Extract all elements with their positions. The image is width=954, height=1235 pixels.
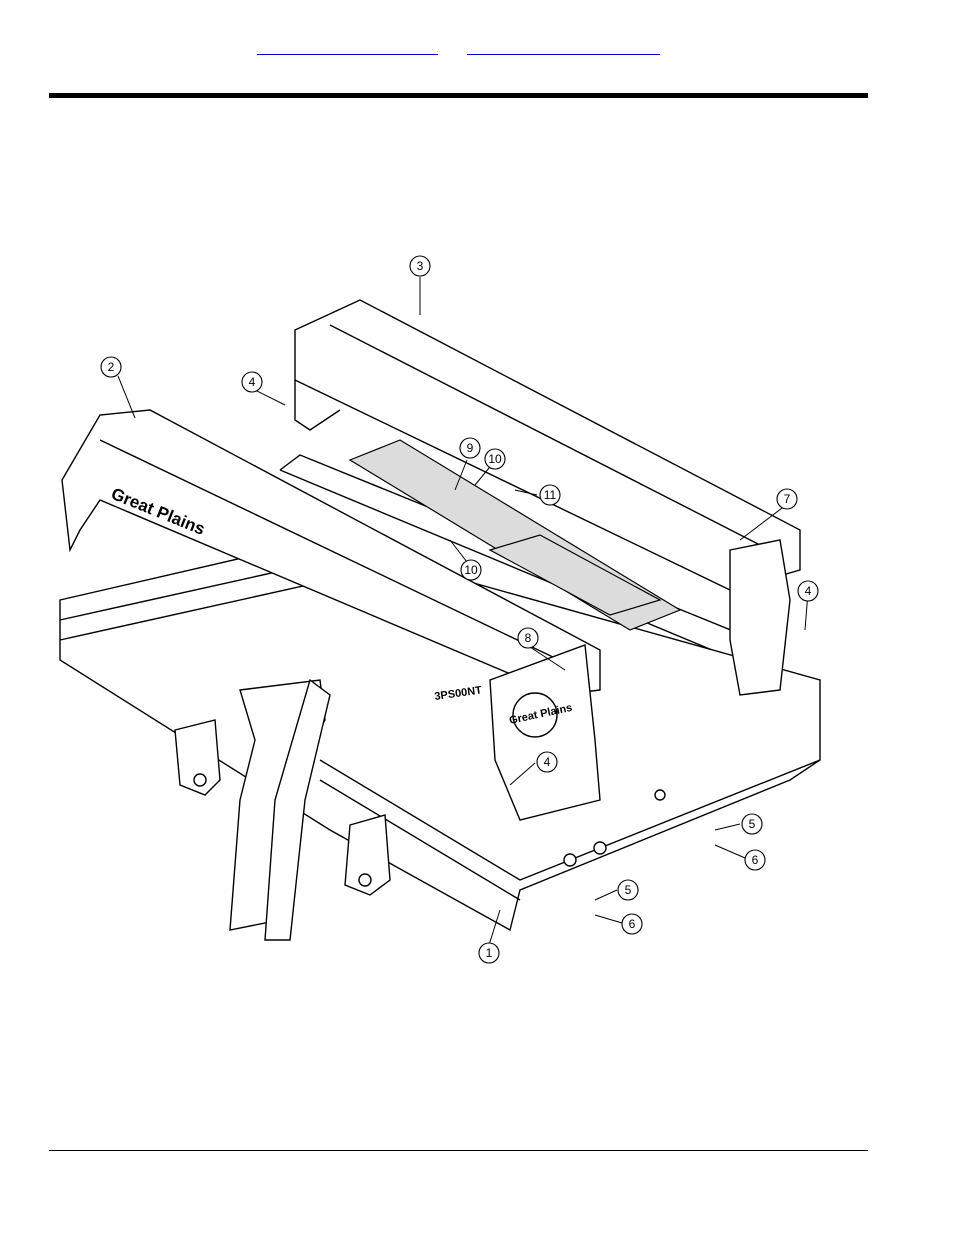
callout-2: 2: [100, 356, 122, 378]
svg-text:4: 4: [805, 584, 812, 598]
callout-5b: 5: [617, 879, 639, 901]
leader-7: [739, 504, 787, 541]
header-link-left[interactable]: [257, 40, 438, 55]
frame-lower-edge: [319, 779, 521, 901]
callout-6b: 6: [621, 913, 643, 935]
callout-7: 7: [776, 488, 798, 510]
frame-hole-3: [654, 789, 666, 801]
callout-11: 11: [539, 484, 561, 506]
leader-11: [514, 489, 538, 496]
callout-5a: 5: [741, 813, 763, 835]
leader-4a: [252, 388, 286, 406]
svg-text:8: 8: [525, 631, 532, 645]
leader-6a: [714, 844, 746, 859]
header-link-right[interactable]: [467, 40, 660, 55]
hitch-bracket-right: [344, 814, 391, 896]
svg-text:4: 4: [249, 375, 256, 389]
leader-4c: [509, 762, 536, 786]
svg-text:4: 4: [544, 755, 551, 769]
svg-text:6: 6: [752, 853, 759, 867]
callout-1: 1: [478, 942, 500, 964]
svg-text:11: 11: [544, 488, 557, 502]
seed-box-rear-lid-line: [329, 324, 761, 546]
callout-9: 9: [459, 437, 481, 459]
leader-9: [454, 459, 468, 491]
frame-bottom-edge: [319, 759, 821, 881]
hitch-bracket-left: [174, 719, 221, 796]
callout-4b: 4: [797, 580, 819, 602]
callout-6a: 6: [744, 849, 766, 871]
svg-text:10: 10: [488, 452, 502, 466]
leader-5a: [714, 823, 741, 831]
svg-text:10: 10: [464, 563, 478, 577]
svg-text:1: 1: [486, 946, 493, 960]
callout-3: 3: [409, 255, 431, 277]
callout-8: 8: [517, 627, 539, 649]
leader-8: [526, 644, 566, 671]
side-plate-emblem: [512, 692, 558, 738]
frame-hole-1: [563, 853, 577, 867]
leader-5b: [594, 889, 618, 901]
leader-6b: [594, 914, 623, 924]
seed-box-front-lid-line: [99, 439, 581, 671]
callout-10a: 10: [484, 448, 506, 470]
svg-text:6: 6: [629, 917, 636, 931]
header-rule: [49, 93, 868, 98]
hitch-pin-right: [358, 873, 372, 887]
parts-diagram: Great Plains 3PS00NT Great Plains: [40, 240, 840, 970]
cross-member-2: [488, 534, 662, 616]
hitch-pin-left: [193, 773, 207, 787]
svg-text:7: 7: [784, 492, 791, 506]
hitch-arm-right: [264, 678, 331, 941]
svg-text:5: 5: [625, 883, 632, 897]
svg-text:3: 3: [417, 259, 424, 273]
callout-10b: 10: [460, 559, 482, 581]
frame-hole-2: [593, 841, 607, 855]
footer-rule: [49, 1150, 868, 1151]
seed-box-rear-endplate: [729, 539, 791, 696]
svg-text:2: 2: [108, 360, 115, 374]
leader-2: [117, 375, 136, 419]
leader-1: [488, 909, 501, 946]
svg-text:9: 9: [467, 441, 474, 455]
callout-4c: 4: [536, 751, 558, 773]
svg-text:5: 5: [749, 817, 756, 831]
callout-4a: 4: [241, 371, 263, 393]
header-links: [0, 40, 954, 60]
seed-box-rear-end: [294, 380, 341, 431]
parts-diagram-svg: Great Plains 3PS00NT Great Plains: [59, 255, 821, 964]
